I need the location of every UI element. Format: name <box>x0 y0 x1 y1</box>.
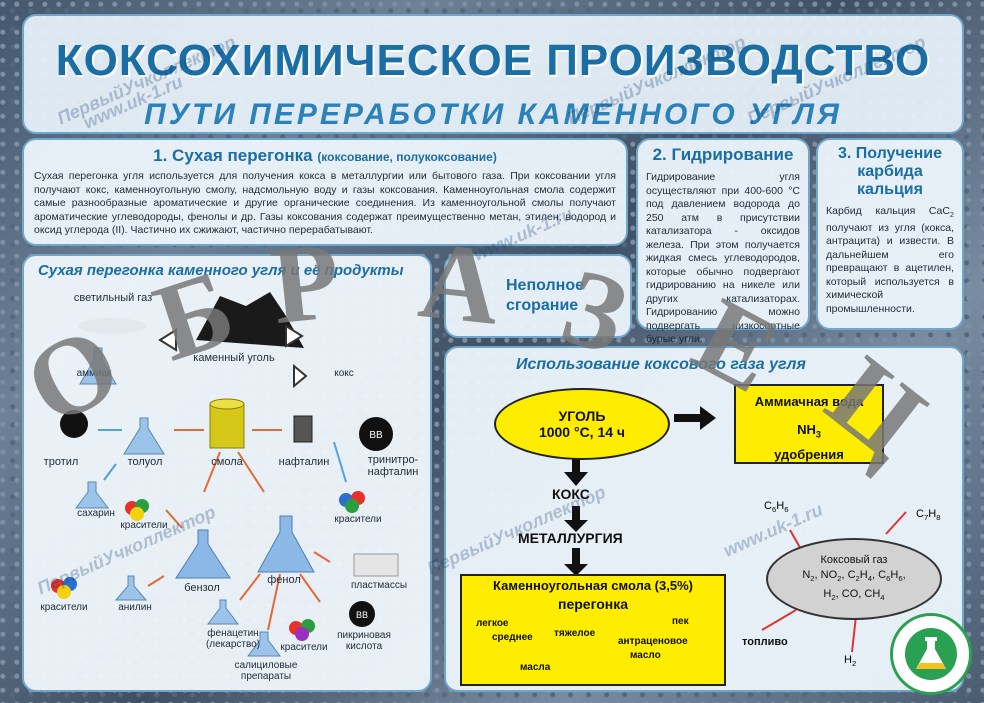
heavy-oil-label: тяжелое <box>554 628 596 639</box>
products-diagram: ВВ ВВ <box>51 292 399 657</box>
label-trinitronaphthalene: тринитро-нафталин <box>367 454 419 478</box>
dyes-icon-3 <box>51 577 77 599</box>
incomplete-combustion-panel: Неполное сгорание <box>444 254 632 338</box>
plastics-stack-icon <box>353 553 399 577</box>
c6h6-label: C6H6 <box>764 500 789 515</box>
section-calcium-carbide: 3. Получение карбида кальция Карбид каль… <box>816 138 964 330</box>
label-saccharin: сахарин <box>77 508 115 519</box>
naphthalene-beaker-icon <box>293 415 313 443</box>
svg-text:ВВ: ВВ <box>369 430 383 441</box>
incomplete-combustion-text: Неполное сгорание <box>506 277 584 314</box>
title-panel: КОКСОХИМИЧЕСКОЕ ПРОИЗВОДСТВО ПУТИ ПЕРЕРА… <box>22 14 964 134</box>
svg-text:ВВ: ВВ <box>356 610 368 620</box>
label-coke: кокс <box>334 368 354 379</box>
label-tnt: тротил <box>43 456 79 468</box>
phenol-flask-icon <box>257 515 315 573</box>
products-panel: Сухая перегонка каменного угля и её прод… <box>22 254 432 692</box>
section-1-title-note: (коксование, полукоксование) <box>317 150 497 164</box>
dyes-icon-4 <box>289 619 315 641</box>
fertilizers-label: удобрения <box>774 446 844 462</box>
ammonia-flask-icon <box>79 347 117 385</box>
publisher-logo <box>890 613 972 695</box>
label-phenacetin: фенацетин (лекарство) <box>205 628 261 650</box>
dyes-icon-2 <box>339 491 365 513</box>
coke-gas-label: Коксовый газ <box>820 554 888 567</box>
bomb-icon-1 <box>359 417 393 451</box>
gas-cloud-icon <box>78 318 146 334</box>
label-dyes-3: красители <box>40 602 88 613</box>
poster-title: КОКСОХИМИЧЕСКОЕ ПРОИЗВОДСТВО <box>55 36 931 85</box>
label-benzene: бензол <box>184 582 220 594</box>
label-ammonia: аммиак <box>76 368 112 379</box>
section-2-title: 2. Гидрирование <box>652 145 794 164</box>
metallurgy-label: МЕТАЛЛУРГИЯ <box>518 530 623 546</box>
aniline-flask-icon <box>114 575 148 601</box>
fuel-label: топливо <box>742 636 788 648</box>
label-dyes-4: красители <box>280 642 328 653</box>
coal-pile-icon <box>196 292 304 348</box>
section-dry-distillation: 1. Сухая перегонка (коксование, полукокс… <box>22 138 628 246</box>
label-salicylic: салициловые препараты <box>234 660 298 682</box>
anthracene-oil-word: масло <box>630 650 661 661</box>
coal-oval: УГОЛЬ 1000 °С, 14 ч <box>494 388 670 460</box>
c7h8-label: C7H8 <box>916 508 941 523</box>
label-coal: каменный уголь <box>193 352 275 364</box>
ammonia-water-label: Аммиачная вода <box>754 394 864 409</box>
section-3-text-post: получают из угля (кокса, антрацита) и из… <box>826 221 954 315</box>
label-toluene: толуол <box>127 456 163 468</box>
distillation-label: перегонка <box>557 596 629 612</box>
oils-label: масла <box>520 662 551 673</box>
products-title: Сухая перегонка каменного угля и её прод… <box>38 262 404 279</box>
h2-label: H2 <box>844 654 857 669</box>
bomb-icon-2 <box>349 601 375 627</box>
section-1-text: Сухая перегонка угля используется для по… <box>34 170 616 236</box>
light-oil-label: легкое <box>476 618 509 629</box>
label-plastics: пластмассы <box>350 580 407 591</box>
label-gas: светильный газ <box>73 292 153 304</box>
label-tar: смола <box>211 456 243 468</box>
section-1-title-text: 1. Сухая перегонка <box>153 146 313 165</box>
label-aniline: анилин <box>118 602 152 613</box>
tnt-bomb-icon <box>60 410 88 438</box>
poster-subtitle: ПУТИ ПЕРЕРАБОТКИ КАМЕННОГО УГЛЯ <box>144 98 842 131</box>
coke-gas-title: Использование коксового газа угля <box>516 356 806 373</box>
section-3-text-pre: Карбид кальция CaC <box>826 205 950 217</box>
label-dyes-1: красители <box>120 520 168 531</box>
coal-label: УГОЛЬ <box>558 408 606 424</box>
flask-logo-icon <box>905 628 957 680</box>
saccharin-flask-icon <box>75 481 109 509</box>
salicylic-flask-icon <box>247 631 281 657</box>
label-picric: пикриновая кислота <box>337 630 391 652</box>
coke-gas-oval: Коксовый газ N2, NO2, C2H4, C6H6, H2, CO… <box>766 538 942 620</box>
label-phenol: фенол <box>267 574 301 586</box>
nh3-label: NH <box>797 422 816 437</box>
dyes-icon-1 <box>125 499 149 521</box>
coal-conditions: 1000 °С, 14 ч <box>538 424 626 440</box>
tar-barrel-icon <box>209 403 245 449</box>
section-dry-distillation-title: 1. Сухая перегонка (коксование, полукокс… <box>34 146 616 166</box>
pitch-label: пек <box>672 616 689 627</box>
medium-oil-label: среднее <box>492 632 533 643</box>
label-dyes-2: красители <box>334 514 382 525</box>
coal-tar-box: Каменноугольная смола (3,5%) перегонка л… <box>460 574 726 686</box>
label-naphthalene: нафталин <box>278 456 330 468</box>
flow-arrows <box>147 429 331 631</box>
section-3-text: Карбид кальция CaC2 получают из угля (ко… <box>826 205 954 315</box>
anthracene-label: антраценовое <box>618 636 688 647</box>
phenacetin-flask-icon <box>207 599 239 625</box>
toluene-flask-icon <box>123 417 165 455</box>
section-2-text: Гидрирование угля осуществляют при 400-6… <box>646 171 800 345</box>
section-hydrogenation: 2. Гидрирование Гидрирование угля осущес… <box>636 138 810 345</box>
benzene-flask-icon <box>175 529 231 579</box>
coke-gas-panel: Использование коксового газа угля УГОЛЬ … <box>444 346 964 692</box>
coal-tar-title: Каменноугольная смола (3,5%) <box>493 578 693 593</box>
section-3-title: 3. Получение карбида кальция <box>837 145 943 198</box>
coke-label: КОКС <box>552 486 590 502</box>
ammonia-water-box: Аммиачная вода NH3 удобрения <box>734 384 884 464</box>
